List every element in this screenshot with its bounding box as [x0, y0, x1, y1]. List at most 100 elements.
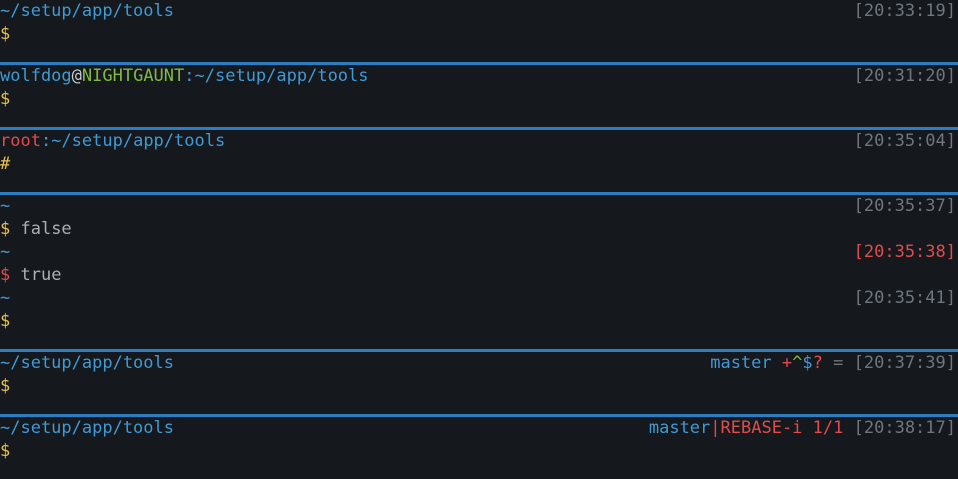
- git-segment-row-git-dirty-0: master: [710, 353, 772, 373]
- row-left-row-path-1: ~/setup/app/tools: [0, 0, 174, 23]
- terminal-row-row-root: root:~/setup/app/tools [20:35:04]: [0, 130, 958, 153]
- git-segment-row-git-dirty-5: ?: [812, 353, 823, 373]
- segment-row-root-2: ~/setup/app/tools: [51, 131, 226, 151]
- git-segment-row-git-dirty-6: [823, 353, 833, 373]
- block-spacer: [0, 463, 958, 479]
- terminal-row-row-prompt-1: $: [0, 23, 958, 46]
- row-right-row-tilde-1: [20:35:37]: [854, 195, 956, 218]
- segment-row-root-0: root: [0, 131, 41, 151]
- row-right-row-tilde-3: [20:35:41]: [854, 287, 956, 310]
- segment-row-cmd-false-0: $: [0, 219, 11, 239]
- terminal-row-row-prompt-2: $: [0, 88, 958, 111]
- row-left-row-cmd-true: $ true: [0, 264, 61, 287]
- timestamp-row-tilde-1: [20:35:37]: [853, 196, 956, 216]
- segment-row-userhost-0: wolfdog: [0, 66, 72, 86]
- prompt-block-block-git-rebase: ~/setup/app/tools master|REBASE-i 1/1 [20…: [0, 414, 958, 479]
- terminal-row-row-git-dirty: ~/setup/app/tools master +^$? = [20:37:39…: [0, 352, 958, 375]
- git-segment-row-git-rebase-1: |: [710, 418, 721, 438]
- segment-row-git-dirty-0: ~/setup/app/tools: [0, 353, 174, 373]
- timestamp-row-path-1: [20:33:19]: [853, 1, 956, 21]
- block-spacer: [0, 46, 958, 62]
- block-spacer: [0, 398, 958, 414]
- timestamp-row-git-rebase: [20:38:17]: [853, 418, 956, 438]
- row-left-row-prompt-2: $: [0, 88, 10, 111]
- row-left-row-git-dirty: ~/setup/app/tools: [0, 352, 174, 375]
- segment-row-tilde-2-0: ~: [0, 242, 11, 262]
- git-status-row-git-dirty: master +^$? =: [710, 353, 843, 373]
- row-left-row-tilde-2: ~: [0, 241, 10, 264]
- row-right-row-git-rebase: master|REBASE-i 1/1 [20:38:17]: [649, 417, 956, 440]
- row-left-row-userhost: wolfdog@NIGHTGAUNT:~/setup/app/tools: [0, 65, 369, 88]
- segment-row-prompt-4-0: $: [0, 376, 11, 396]
- terminal-row-row-path-1: ~/setup/app/tools [20:33:19]: [0, 0, 958, 23]
- git-status-row-git-rebase: master|REBASE-i 1/1: [649, 418, 844, 438]
- row-left-row-cmd-false: $ false: [0, 218, 72, 241]
- terminal-row-row-git-rebase: ~/setup/app/tools master|REBASE-i 1/1 [20…: [0, 417, 958, 440]
- git-segment-row-git-rebase-3: [802, 418, 812, 438]
- row-right-row-git-dirty: master +^$? = [20:37:39]: [710, 352, 956, 375]
- git-segment-row-git-dirty-1: [772, 353, 782, 373]
- segment-row-prompt-3-0: $: [0, 311, 11, 331]
- timestamp-row-git-dirty: [20:37:39]: [853, 353, 956, 373]
- git-segment-row-git-rebase-4: 1/1: [812, 418, 844, 438]
- terminal-row-row-prompt-5: $: [0, 440, 958, 463]
- prompt-block-block-root: root:~/setup/app/tools [20:35:04] #: [0, 127, 958, 192]
- segment-row-prompt-2-0: $: [0, 89, 11, 109]
- segment-row-git-rebase-0: ~/setup/app/tools: [0, 418, 174, 438]
- prompt-block-block-user-host: wolfdog@NIGHTGAUNT:~/setup/app/tools [20:…: [0, 62, 958, 127]
- segment-row-cmd-false-1: false: [10, 219, 72, 239]
- row-left-row-git-rebase: ~/setup/app/tools: [0, 417, 174, 440]
- row-left-row-prompt-3: $: [0, 310, 10, 333]
- row-right-row-userhost: [20:31:20]: [854, 65, 956, 88]
- terminal-row-row-cmd-true: $ true: [0, 264, 958, 287]
- git-segment-row-git-dirty-2: +: [781, 353, 793, 373]
- row-left-row-root: root:~/setup/app/tools: [0, 130, 225, 153]
- row-right-row-tilde-2: [20:35:38]: [854, 241, 956, 264]
- terminal-row-row-tilde-2: ~ [20:35:38]: [0, 241, 958, 264]
- row-left-row-prompt-5: $: [0, 440, 10, 463]
- git-segment-row-git-rebase-0: master: [648, 418, 711, 438]
- segment-row-tilde-3-0: ~: [0, 288, 11, 308]
- segment-row-root-1: :: [40, 131, 52, 151]
- segment-row-tilde-1-0: ~: [0, 196, 11, 216]
- segment-row-userhost-3: :: [184, 66, 195, 86]
- timestamp-row-tilde-2: [20:35:38]: [853, 242, 956, 262]
- row-right-row-root: [20:35:04]: [854, 130, 956, 153]
- timestamp-row-root: [20:35:04]: [853, 131, 956, 151]
- segment-row-prompt-5-0: $: [0, 441, 11, 461]
- row-left-row-prompt-1: $: [0, 23, 10, 46]
- git-segment-row-git-dirty-3: ^: [792, 353, 803, 373]
- timestamp-row-userhost: [20:31:20]: [853, 66, 956, 86]
- segment-row-userhost-2: NIGHTGAUNT: [81, 66, 185, 86]
- block-spacer: [0, 176, 958, 192]
- git-segment-row-git-dirty-7: =: [833, 353, 844, 373]
- row-left-row-prompt-root: #: [0, 153, 10, 176]
- block-spacer: [0, 111, 958, 127]
- row-right-row-path-1: [20:33:19]: [854, 0, 956, 23]
- terminal-row-row-userhost: wolfdog@NIGHTGAUNT:~/setup/app/tools [20:…: [0, 65, 958, 88]
- segment-row-cmd-true-0: $: [0, 265, 11, 285]
- row-left-row-tilde-3: ~: [0, 287, 10, 310]
- segment-row-cmd-true-1: true: [10, 265, 62, 285]
- terminal-row-row-prompt-root: #: [0, 153, 958, 176]
- segment-row-path-1-0: ~/setup/app/tools: [0, 1, 174, 21]
- segment-row-prompt-root-0: #: [0, 154, 11, 174]
- row-left-row-tilde-1: ~: [0, 195, 10, 218]
- terminal-row-row-prompt-4: $: [0, 375, 958, 398]
- terminal-window[interactable]: ~/setup/app/tools[20:33:19]$wolfdog@NIGH…: [0, 0, 958, 461]
- row-left-row-prompt-4: $: [0, 375, 10, 398]
- timestamp-row-tilde-3: [20:35:41]: [853, 288, 956, 308]
- terminal-row-row-prompt-3: $: [0, 310, 958, 333]
- segment-row-prompt-1-0: $: [0, 24, 11, 44]
- terminal-row-row-tilde-3: ~ [20:35:41]: [0, 287, 958, 310]
- segment-row-userhost-4: ~/setup/app/tools: [194, 66, 369, 86]
- terminal-row-row-tilde-1: ~ [20:35:37]: [0, 195, 958, 218]
- git-segment-row-git-rebase-2: REBASE-i: [720, 418, 803, 438]
- block-spacer: [0, 333, 958, 349]
- prompt-block-block-path-only: ~/setup/app/tools [20:33:19] $: [0, 0, 958, 62]
- segment-row-userhost-1: @: [71, 66, 82, 86]
- prompt-block-block-exitcode-demo: ~[20:35:37]$ false~[20:35:38]$ true~[20:…: [0, 192, 958, 349]
- git-segment-row-git-dirty-4: $: [802, 353, 813, 373]
- terminal-row-row-cmd-false: $ false: [0, 218, 958, 241]
